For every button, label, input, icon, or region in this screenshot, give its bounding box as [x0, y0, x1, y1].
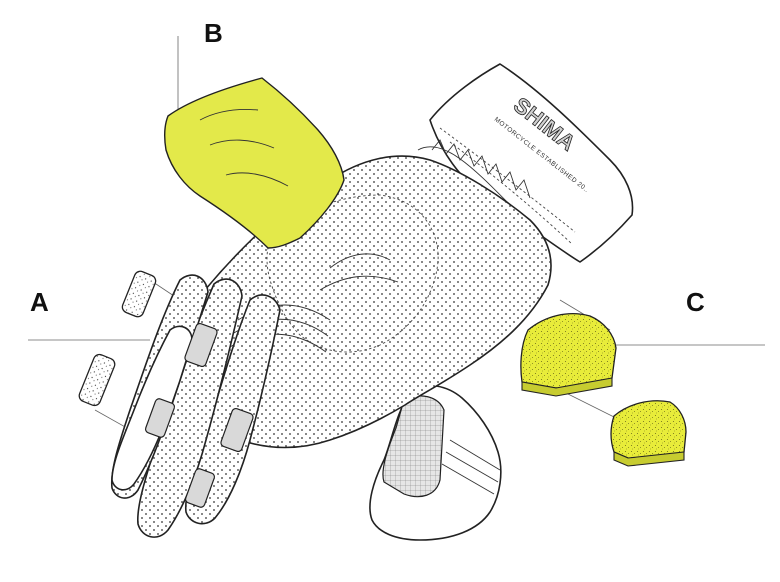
knuckle-contour-2 [319, 275, 399, 291]
knuckle-padding-outline [266, 194, 439, 353]
pad-b [163, 77, 345, 249]
finger-pad-2 [220, 407, 254, 453]
leader-c-lower [559, 389, 621, 421]
thumb-mesh-panel [382, 395, 445, 498]
pad-a-lower [78, 353, 116, 407]
label-b: B [204, 18, 223, 48]
pad-c-upper [520, 313, 617, 390]
label-a: A [30, 287, 49, 317]
thumb-line-1 [449, 439, 501, 471]
finger-pad-3 [144, 398, 176, 438]
pad-c-upper-edge [521, 377, 613, 397]
cuff-zigzag [431, 139, 531, 199]
pad-b-contour-1 [199, 109, 259, 121]
label-c: C [686, 287, 705, 317]
thumb-line-3 [441, 463, 495, 495]
finger-pad-4 [184, 468, 216, 508]
pad-c-lower [610, 400, 687, 460]
thumb-line-2 [445, 451, 499, 483]
pad-b-shape [163, 77, 345, 249]
finger-middle-perf [137, 279, 242, 538]
pad-a-upper [121, 270, 157, 318]
knuckle-contour-1 [329, 253, 391, 269]
pad-b-contour-2 [209, 139, 275, 149]
cuff-stitch-2 [449, 141, 573, 245]
pad-b-contour-3 [225, 172, 289, 187]
cuff-stitch-1 [439, 127, 576, 233]
pad-c-lower-edge [613, 451, 685, 467]
pads-a [78, 270, 157, 407]
pads-c [520, 313, 687, 467]
finger-pad-1 [184, 322, 218, 368]
